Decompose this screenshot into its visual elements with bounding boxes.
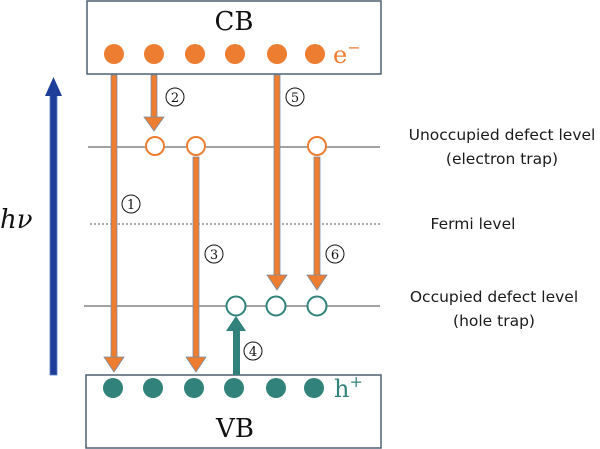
transition-4-arrow (226, 316, 246, 375)
electron (225, 44, 245, 64)
electron (267, 44, 287, 64)
electron-trap-state (307, 136, 327, 156)
hole (103, 378, 123, 398)
transition-label-1: 1 (121, 194, 141, 214)
electron (104, 44, 124, 64)
electron (144, 44, 164, 64)
transition-1-arrow (103, 74, 125, 373)
conduction-band-label: CB (215, 7, 254, 37)
svg-text:1: 1 (127, 198, 135, 213)
hole (304, 378, 324, 398)
fermi-level-label: Fermi level (431, 215, 516, 233)
svg-text:3: 3 (210, 248, 218, 263)
electron-row (104, 44, 325, 64)
electron-trap-state (186, 136, 206, 156)
hole-symbol: h+ (334, 372, 363, 403)
hole (266, 378, 286, 398)
electron (185, 44, 205, 64)
svg-text:2: 2 (171, 91, 179, 106)
transition-label-6: 6 (325, 244, 345, 264)
conduction-band: CB e− (86, 0, 382, 75)
transition-5-arrow (266, 74, 288, 291)
electron (305, 44, 325, 64)
unoccupied-level-label-line2: (electron trap) (446, 150, 558, 168)
svg-text:5: 5 (291, 91, 299, 106)
transition-label-2: 2 (165, 87, 185, 107)
photon-arrow-head (45, 77, 62, 96)
transition-label-4: 4 (243, 341, 263, 361)
svg-text:6: 6 (331, 248, 339, 263)
transition-6-arrow (306, 156, 328, 291)
transition-3-arrow (185, 156, 207, 373)
photon-arrow-shaft (49, 94, 58, 376)
occupied-level-label-line1: Occupied defect level (410, 288, 578, 306)
hole-trap-state (225, 295, 247, 317)
unoccupied-level-label-line1: Unoccupied defect level (409, 126, 596, 144)
hole-row (103, 378, 324, 398)
electron-trap-state (145, 136, 165, 156)
hole (143, 378, 163, 398)
hole-trap-state (265, 295, 287, 317)
transition-label-3: 3 (204, 244, 224, 264)
occupied-level-label-line2: (hole trap) (453, 312, 535, 330)
hole-trap-states (225, 295, 328, 317)
valence-band: VB h+ (85, 372, 382, 449)
electron-trap-states (145, 136, 327, 156)
transition-2-arrow (143, 74, 165, 132)
hole-trap-state (306, 295, 328, 317)
svg-text:4: 4 (249, 345, 257, 360)
valence-band-label: VB (215, 414, 254, 444)
hole (224, 378, 244, 398)
electron-symbol: e− (333, 38, 361, 69)
transition-label-5: 5 (285, 87, 305, 107)
hole (184, 378, 204, 398)
photon-energy-label: hν (0, 205, 33, 235)
photon-arrow (45, 77, 62, 376)
